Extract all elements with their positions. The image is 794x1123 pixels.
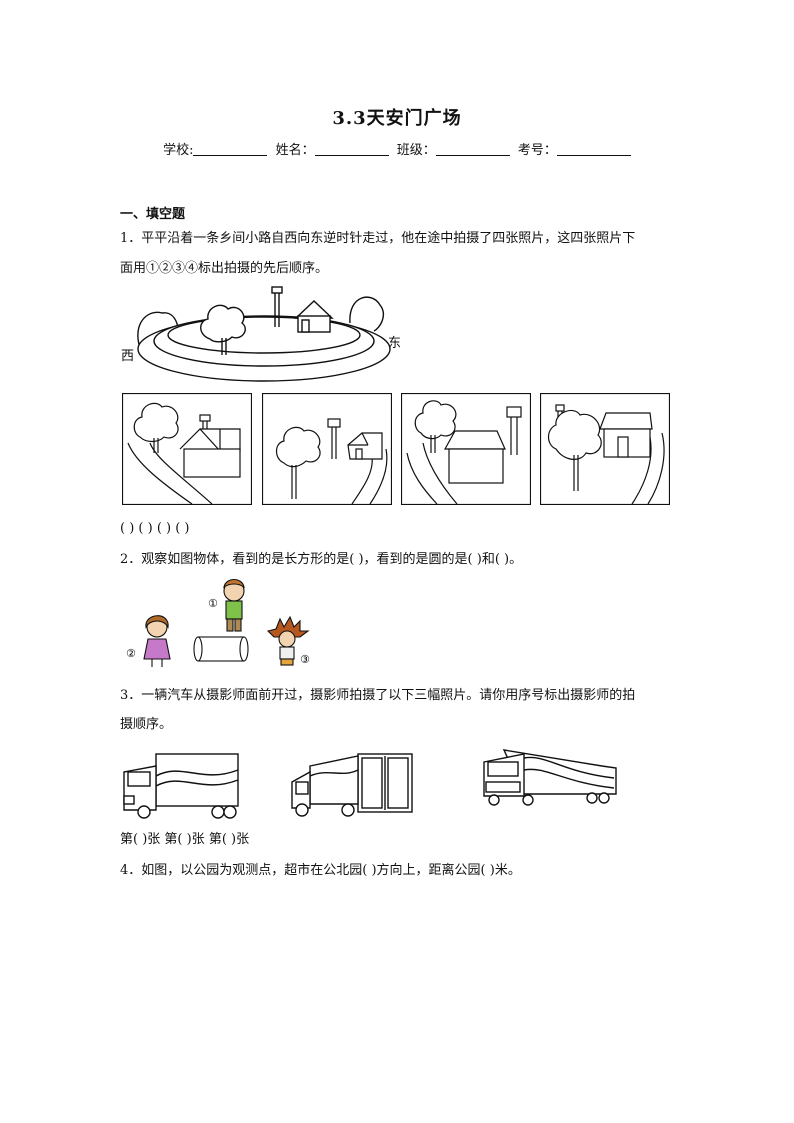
- q3-text-line2: 摄顺序。: [120, 717, 173, 732]
- q1-text-line1: 1．平平沿着一条乡间小路自西向东逆时针走过，他在途中拍摄了四张照片，这四张照片下: [120, 231, 636, 246]
- q3-captions[interactable]: 第( )张 第( )张 第( )张: [120, 832, 250, 847]
- truck-photo-2: [291, 753, 413, 817]
- truck-photo-1: [123, 753, 239, 819]
- exam-no-blank[interactable]: [556, 142, 631, 156]
- east-label: 东: [388, 336, 402, 351]
- photo-4: [540, 393, 670, 505]
- name-label: 姓名：: [275, 143, 315, 158]
- q3-text-line1: 3．一辆汽车从摄影师面前开过，摄影师拍摄了以下三幅照片。请你用序号标出摄影师的拍: [120, 688, 636, 703]
- truck-photo-3: [483, 749, 617, 806]
- photo-1: [122, 393, 252, 505]
- section-heading: 一、填空题: [120, 207, 186, 222]
- school-blank[interactable]: [193, 142, 268, 156]
- school-label: 学校:: [163, 143, 194, 158]
- q1-scene-illustration: [137, 286, 391, 382]
- page-title: 3.3天安门广场: [332, 108, 462, 129]
- exam-no-label: 考号：: [517, 143, 557, 158]
- q1-text-line2: 面用①②③④标出拍摄的先后顺序。: [120, 261, 329, 276]
- mark-2: ②: [126, 647, 136, 660]
- class-label: 班级：: [396, 143, 436, 158]
- photo-2: [262, 393, 392, 505]
- west-label: 西: [121, 349, 135, 364]
- mark-1: ①: [208, 597, 218, 610]
- q4-text: 4．如图，以公园为观测点，超市在公北园( )方向上，距离公园( )米。: [120, 863, 521, 878]
- q2-observation-illustration: ① ② ③: [126, 578, 310, 667]
- photo-3: [401, 393, 531, 505]
- class-blank[interactable]: [435, 142, 510, 156]
- q2-text: 2．观察如图物体，看到的是长方形的是( )，看到的是圆的是( )和( )。: [120, 552, 523, 567]
- name-blank[interactable]: [314, 142, 389, 156]
- bush-right: [349, 296, 384, 332]
- mark-3: ③: [300, 653, 310, 666]
- student-info-line: 学校: 姓名： 班级： 考号：: [0, 139, 794, 158]
- q1-answer-blanks[interactable]: ( ) ( ) ( ) ( ): [120, 521, 190, 536]
